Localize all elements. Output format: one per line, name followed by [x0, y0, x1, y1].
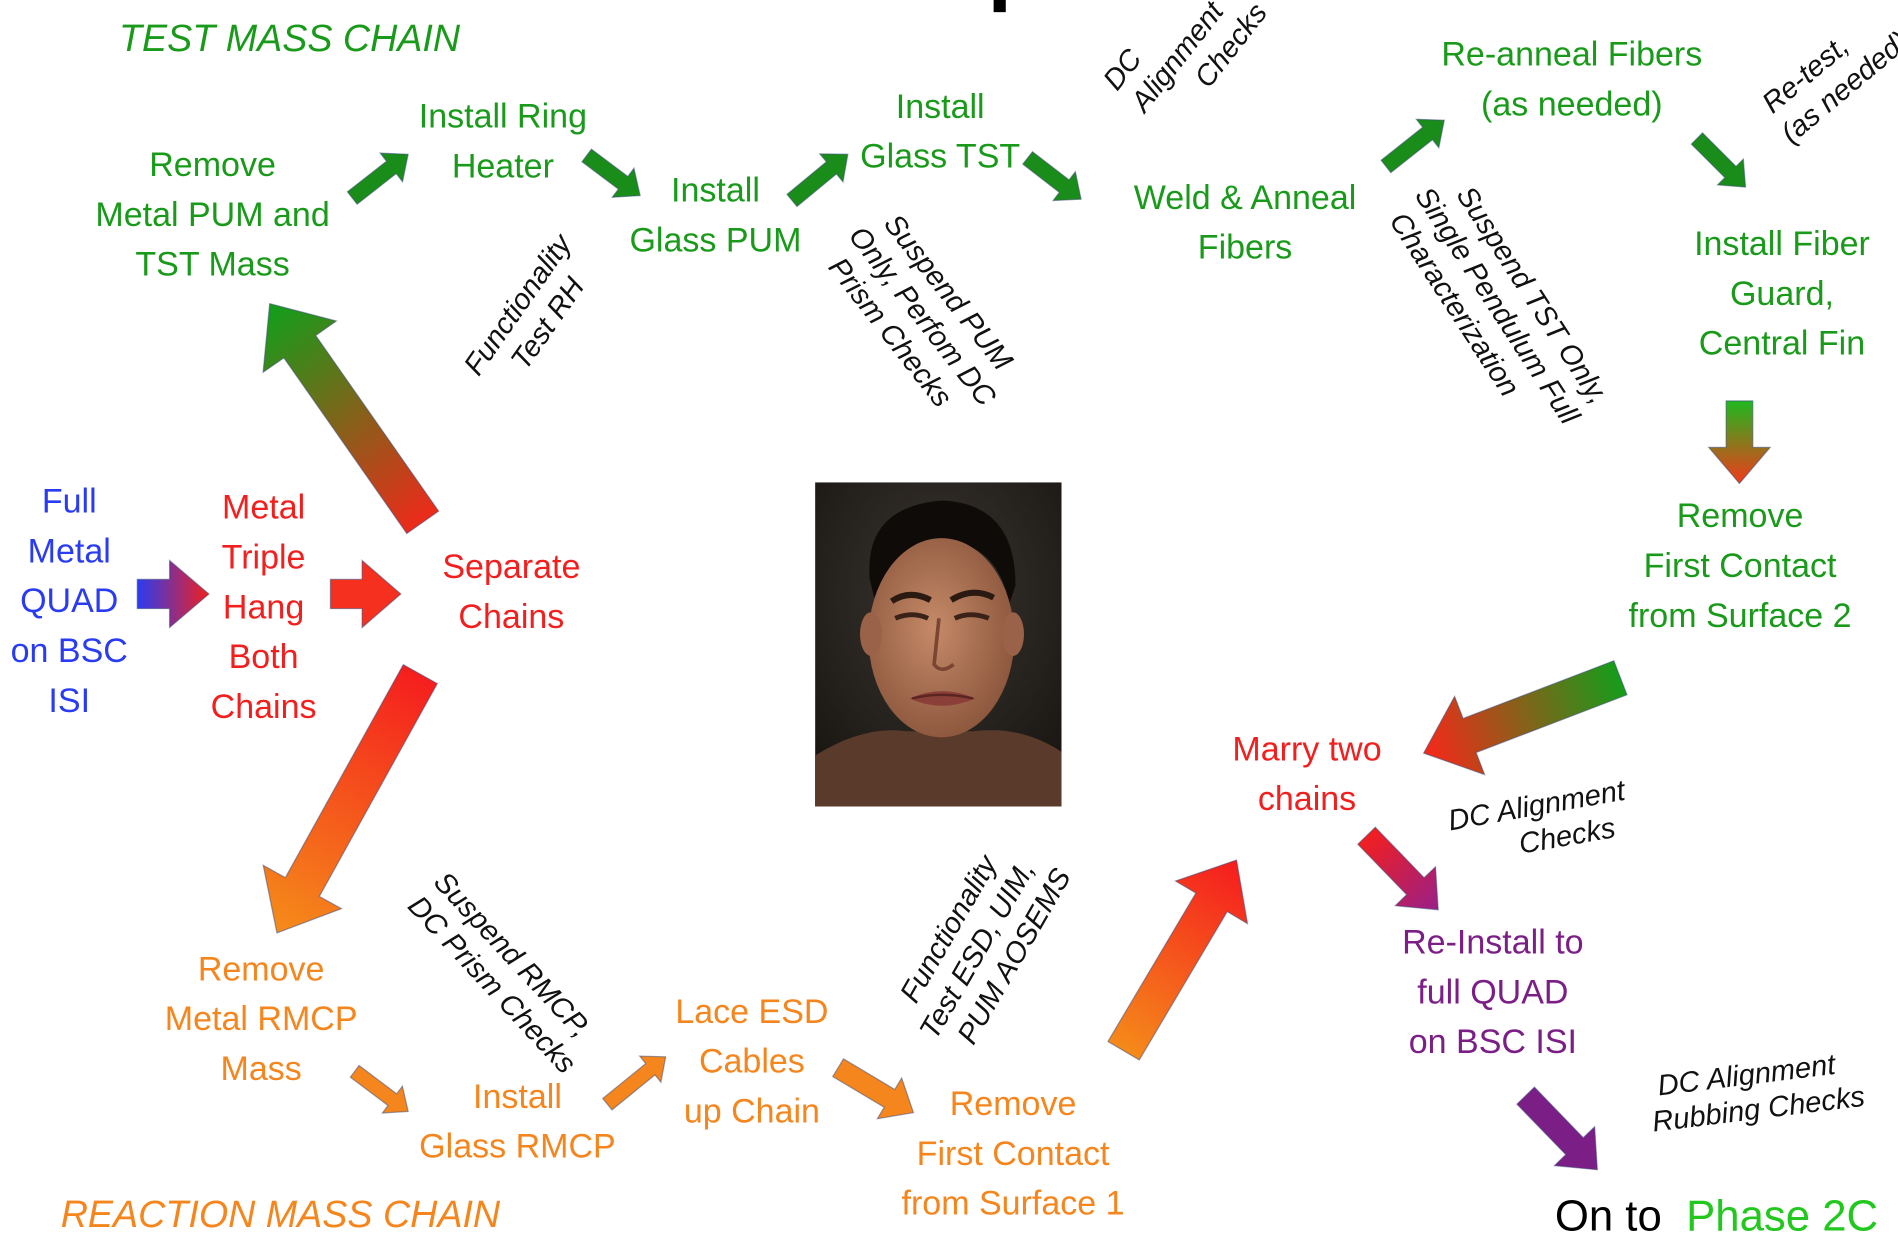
arrow-separate-to-test-chain	[262, 302, 440, 535]
arrow-fiber-guard-to-remove-contact-2	[1707, 400, 1772, 485]
node-reanneal-fibers: Re-anneal Fibers(as needed)	[1441, 35, 1703, 123]
arrow-reanneal-to-fiber-guard	[1690, 132, 1747, 188]
arrow-remove-contact-2-to-marry	[1422, 660, 1628, 776]
arrow-quad-to-triple	[136, 559, 210, 629]
arrow-weld-to-reanneal	[1380, 118, 1446, 174]
arrow-glass-rmcp-to-lace-esd	[601, 1055, 667, 1111]
final-phase: Phase 2C	[1686, 1190, 1879, 1241]
person-photo	[815, 482, 1062, 807]
arrow-reinstall-to-phase-2c	[1516, 1086, 1598, 1171]
arrow-remove-contact-1-to-marry	[1107, 859, 1249, 1061]
reaction-mass-chain-title: REACTION MASS CHAIN	[60, 1192, 501, 1236]
arrow-pum-to-ring-heater	[346, 152, 409, 206]
arrow-glass-pum-to-glass-tst	[786, 153, 849, 208]
final-caption: On to Phase 2C	[1555, 1190, 1878, 1241]
arrow-triple-to-separate	[329, 559, 402, 629]
test-mass-chain-title: TEST MASS CHAIN	[119, 17, 461, 60]
arrow-glass-tst-to-weld	[1021, 150, 1082, 202]
final-prefix: On to	[1554, 1190, 1687, 1241]
title-fragment	[993, 0, 1006, 13]
arrow-separate-to-reaction-chain	[262, 663, 439, 934]
arrow-ring-heater-to-glass-pum	[581, 148, 641, 198]
arrow-marry-to-reinstall	[1356, 826, 1439, 911]
arrow-rmcp-to-glass-rmcp	[349, 1064, 409, 1114]
arrow-lace-esd-to-remove-contact-1	[831, 1058, 915, 1120]
